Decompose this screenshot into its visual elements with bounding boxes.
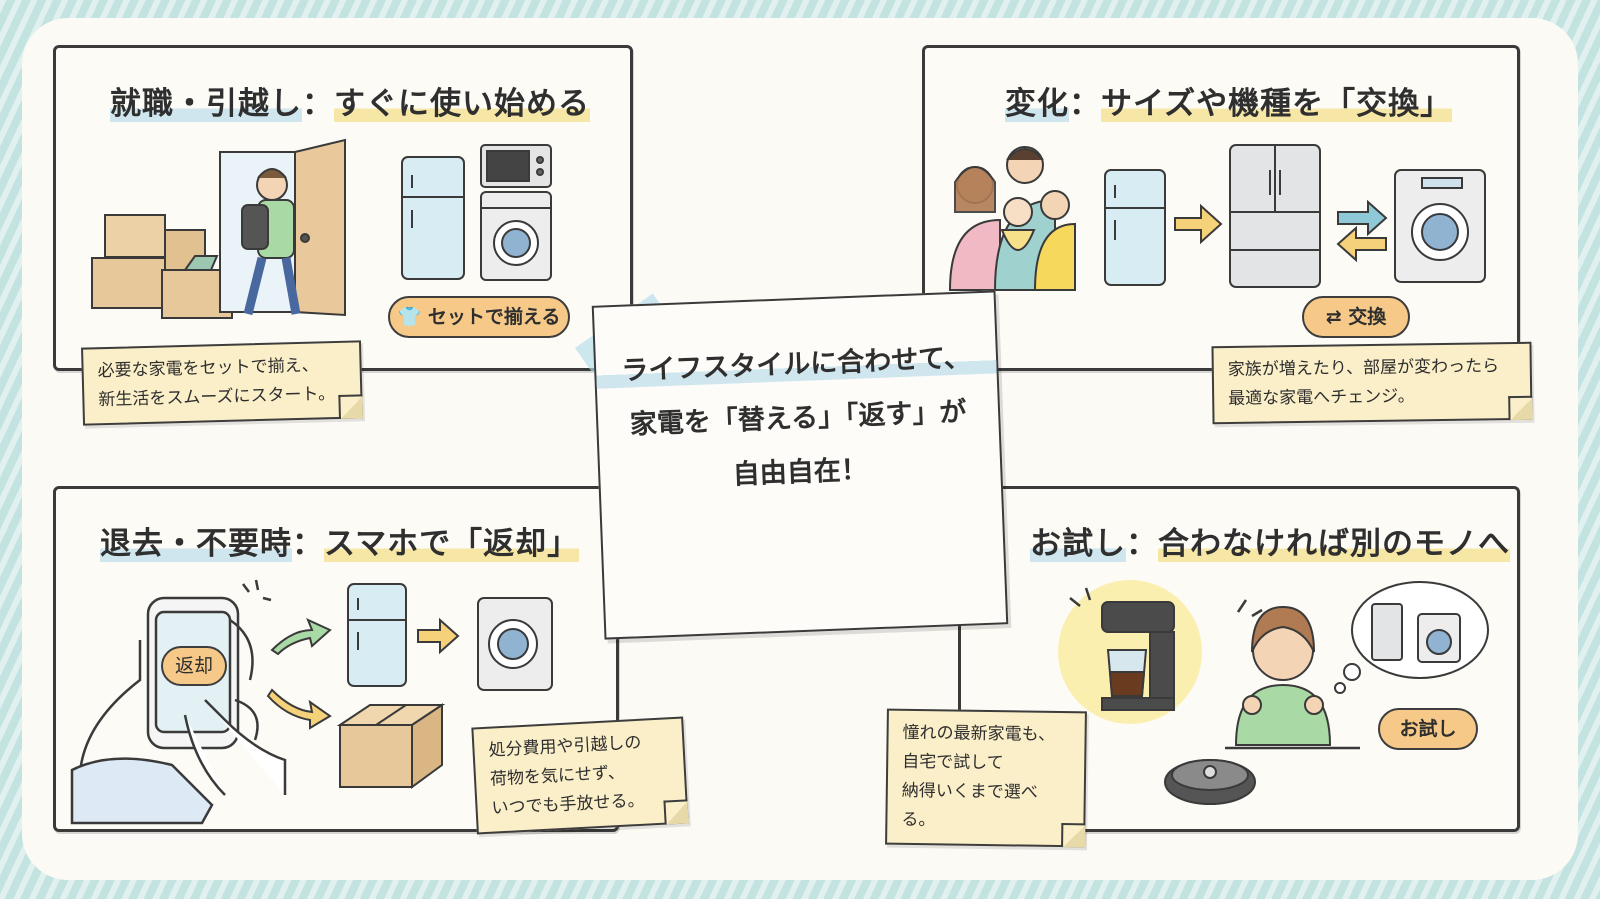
pill-label: お試し bbox=[1399, 718, 1457, 740]
coffee-maker-icon bbox=[1101, 601, 1175, 711]
set-purchase-pill: 👕 セットで揃える bbox=[388, 296, 570, 338]
arrow-right-icon bbox=[417, 617, 460, 655]
title-part-b: サイズや機種を「交換」 bbox=[1101, 86, 1453, 122]
page-curl bbox=[663, 799, 689, 825]
panel-exchange-title: 変化：サイズや機種を「交換」 bbox=[1005, 78, 1453, 123]
title-part-b: スマホで「返却」 bbox=[324, 526, 580, 562]
title-part-a: お試し bbox=[1030, 526, 1126, 562]
title-separator: ： bbox=[1069, 86, 1101, 122]
center-line-1: ライフスタイルに合わせて、 bbox=[595, 334, 997, 389]
phone-button-label: 返却 bbox=[174, 655, 213, 677]
title-separator: ： bbox=[292, 526, 324, 562]
title-part-b: すぐに使い始める bbox=[334, 86, 590, 122]
sparkle-lines-icon bbox=[1069, 587, 1263, 618]
panel-move-in-title: 就職・引越し：すぐに使い始める bbox=[110, 78, 590, 123]
page-curl bbox=[338, 394, 363, 419]
panel-return-title: 退去・不要時：スマホで「返却」 bbox=[100, 518, 580, 563]
note-line: 納得いくまで選べる。 bbox=[901, 780, 1038, 831]
front-load-washer-icon bbox=[1394, 169, 1486, 283]
center-line-3: 自由自在！ bbox=[732, 454, 869, 491]
note-line: 自宅で試して bbox=[902, 751, 1004, 774]
center-line-2: 家電を「替える」「返す」が bbox=[629, 396, 968, 441]
note-move-in: 必要な家電をセットで揃え、 新生活をスムーズにスタート。 bbox=[81, 340, 363, 426]
page-curl bbox=[1061, 823, 1086, 848]
trial-pill: お試し bbox=[1378, 708, 1478, 750]
swap-arrows-icon bbox=[1336, 199, 1388, 263]
sparkle-lines-icon bbox=[242, 579, 272, 602]
pill-label: セットで揃える bbox=[427, 306, 561, 328]
person-with-backpack bbox=[241, 168, 301, 316]
title-separator: ： bbox=[1126, 526, 1158, 562]
page-curl bbox=[1508, 395, 1533, 421]
cardboard-boxes bbox=[91, 214, 233, 319]
title-part-b: 合わなければ別のモノへ bbox=[1158, 526, 1510, 562]
panel-trial-title: お試し：合わなければ別のモノへ bbox=[1030, 518, 1510, 563]
arrow-right-icon bbox=[1174, 203, 1223, 245]
pill-label: 交換 bbox=[1348, 306, 1387, 328]
phone-return-button: 返却 bbox=[161, 646, 227, 686]
note-line: 最適な家電へチェンジ。 bbox=[1228, 386, 1415, 410]
fridge-icon bbox=[401, 156, 465, 280]
thought-bubble-icon bbox=[1334, 581, 1489, 694]
note-exchange: 家族が増えたり、部屋が変わったら 最適な家電へチェンジ。 bbox=[1211, 341, 1533, 425]
microwave-icon bbox=[480, 144, 552, 188]
center-message-card: ライフスタイルに合わせて、 家電を「替える」「返す」が 自由自在！ bbox=[591, 290, 1009, 640]
shipping-box-icon bbox=[336, 703, 446, 789]
washing-machine-icon bbox=[480, 191, 552, 281]
large-fridge-icon bbox=[1229, 144, 1321, 288]
exchange-pill: ⇄ 交換 bbox=[1302, 296, 1410, 338]
small-fridge-icon bbox=[1104, 169, 1166, 286]
note-line: 新生活をスムーズにスタート。 bbox=[98, 384, 336, 411]
note-trial: 憧れの最新家電も、 自宅で試して 納得いくまで選べる。 bbox=[885, 708, 1087, 848]
note-line: 家族が増えたり、部屋が変わったら bbox=[1227, 356, 1500, 381]
arrow-down-right-icon bbox=[266, 688, 332, 730]
swap-icon: ⇄ bbox=[1325, 306, 1342, 328]
return-washer-icon bbox=[477, 597, 553, 691]
title-separator: ： bbox=[302, 86, 334, 122]
title-part-a: 退去・不要時 bbox=[100, 526, 292, 562]
title-part-a: 就職・引越し bbox=[110, 86, 302, 122]
note-line: 憧れの最新家電も、 bbox=[902, 722, 1056, 745]
family-with-baby bbox=[948, 146, 1076, 291]
happy-woman bbox=[1234, 605, 1332, 746]
arrow-up-right-icon bbox=[270, 618, 332, 656]
phone-in-hand bbox=[70, 596, 287, 825]
tshirt-icon: 👕 bbox=[397, 306, 422, 328]
note-return: 処分費用や引越しの 荷物を気にせず、 いつでも手放せる。 bbox=[471, 716, 689, 835]
title-part-a: 変化 bbox=[1005, 86, 1069, 122]
return-fridge-icon bbox=[347, 583, 407, 687]
robot-vacuum-icon bbox=[1164, 759, 1256, 805]
